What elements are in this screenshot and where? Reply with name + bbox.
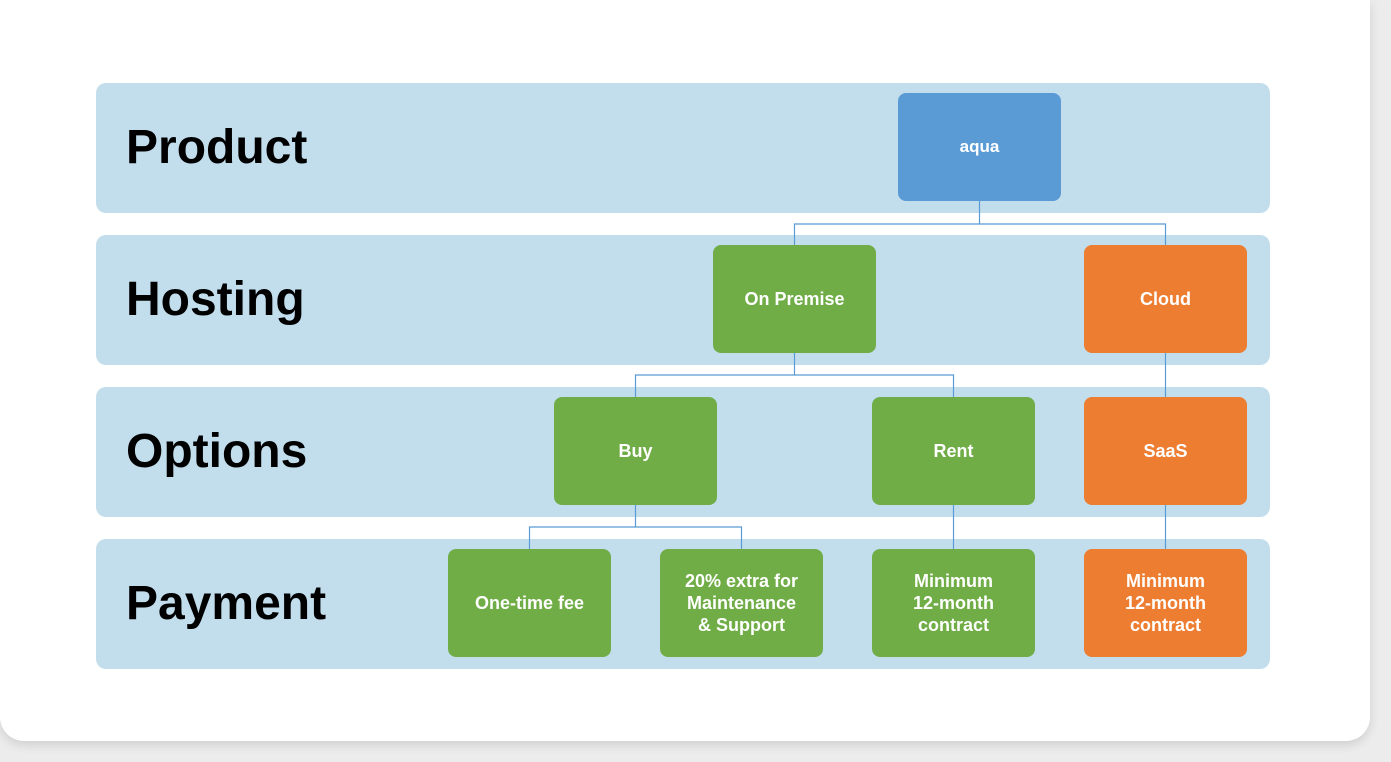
node-rent: Rent — [872, 397, 1035, 505]
row-label-product: Product — [126, 121, 308, 174]
node-aqua: aqua — [898, 93, 1061, 201]
node-on-premise: On Premise — [713, 245, 876, 353]
row-product: Product — [96, 83, 1270, 213]
row-label-hosting: Hosting — [126, 273, 305, 326]
node-maintenance-support: 20% extra for Maintenance & Support — [660, 549, 823, 657]
node-saas-contract: Minimum 12-month contract — [1084, 549, 1247, 657]
node-rent-contract: Minimum 12-month contract — [872, 549, 1035, 657]
node-one-time-fee: One-time fee — [448, 549, 611, 657]
node-saas: SaaS — [1084, 397, 1247, 505]
node-buy: Buy — [554, 397, 717, 505]
node-cloud: Cloud — [1084, 245, 1247, 353]
row-label-options: Options — [126, 425, 308, 478]
row-label-payment: Payment — [126, 577, 327, 630]
row-hosting: Hosting — [96, 235, 1270, 365]
